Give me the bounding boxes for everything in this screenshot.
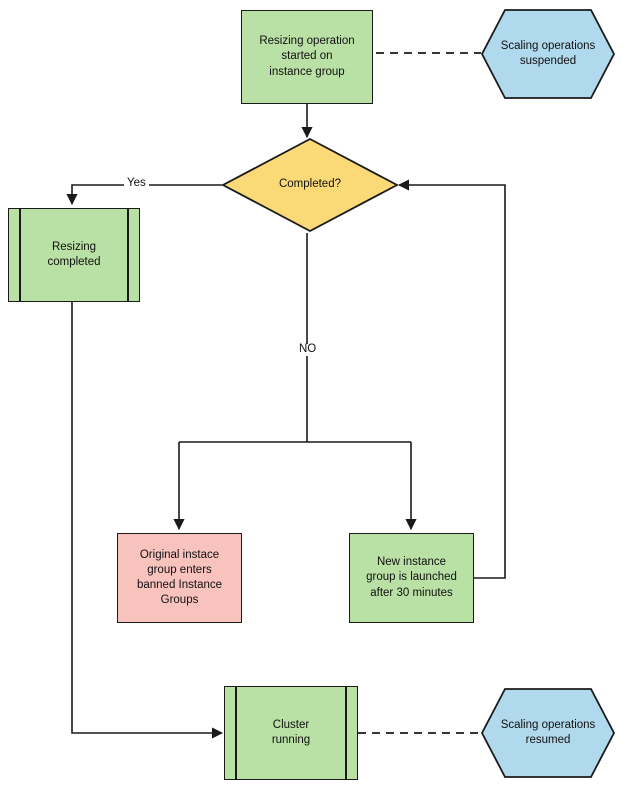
node-scaling-suspended-label: Scaling operations suspended — [500, 39, 596, 67]
subproc-bar-left — [19, 209, 21, 301]
node-scaling-resumed-label: Scaling operations resumed — [500, 718, 596, 746]
node-new-instance-group-label: New instance group is launched after 30 … — [366, 556, 457, 599]
edge-resizing-completed-to-cluster — [71, 302, 224, 739]
node-resizing-started-label: Resizing operation started on instance g… — [259, 35, 355, 78]
node-resizing-started[interactable]: Resizing operation started on instance g… — [241, 10, 373, 104]
node-resizing-completed-label: Resizing completed — [47, 240, 101, 268]
edge-yes-to-resizing-completed — [66, 184, 222, 206]
diamond-shape-completed — [221, 137, 399, 233]
node-resizing-completed[interactable]: Resizing completed — [8, 208, 140, 302]
edge-label-yes: Yes — [124, 177, 149, 190]
node-banned-instance-groups-label: Original instace group enters banned Ins… — [136, 548, 223, 607]
hexagon-shape-resumed — [480, 688, 616, 778]
node-completed-decision-label: Completed? — [278, 178, 341, 191]
node-scaling-resumed[interactable]: Scaling operations resumed — [480, 687, 616, 779]
subproc-bar-right — [345, 687, 347, 779]
node-cluster-running-label: Cluster running — [271, 718, 311, 746]
node-new-instance-group[interactable]: New instance group is launched after 30 … — [349, 533, 474, 623]
edge-label-no: NO — [296, 343, 320, 356]
subproc-bar-left — [235, 687, 237, 779]
node-completed-decision[interactable]: Completed? — [221, 137, 399, 233]
node-banned-instance-groups[interactable]: Original instace group enters banned Ins… — [117, 533, 242, 623]
edge-new-group-back-to-decision — [397, 179, 506, 579]
subproc-bar-right — [127, 209, 129, 301]
node-cluster-running[interactable]: Cluster running — [224, 686, 358, 780]
hexagon-shape-suspended — [480, 9, 616, 99]
node-scaling-suspended[interactable]: Scaling operations suspended — [480, 8, 616, 100]
